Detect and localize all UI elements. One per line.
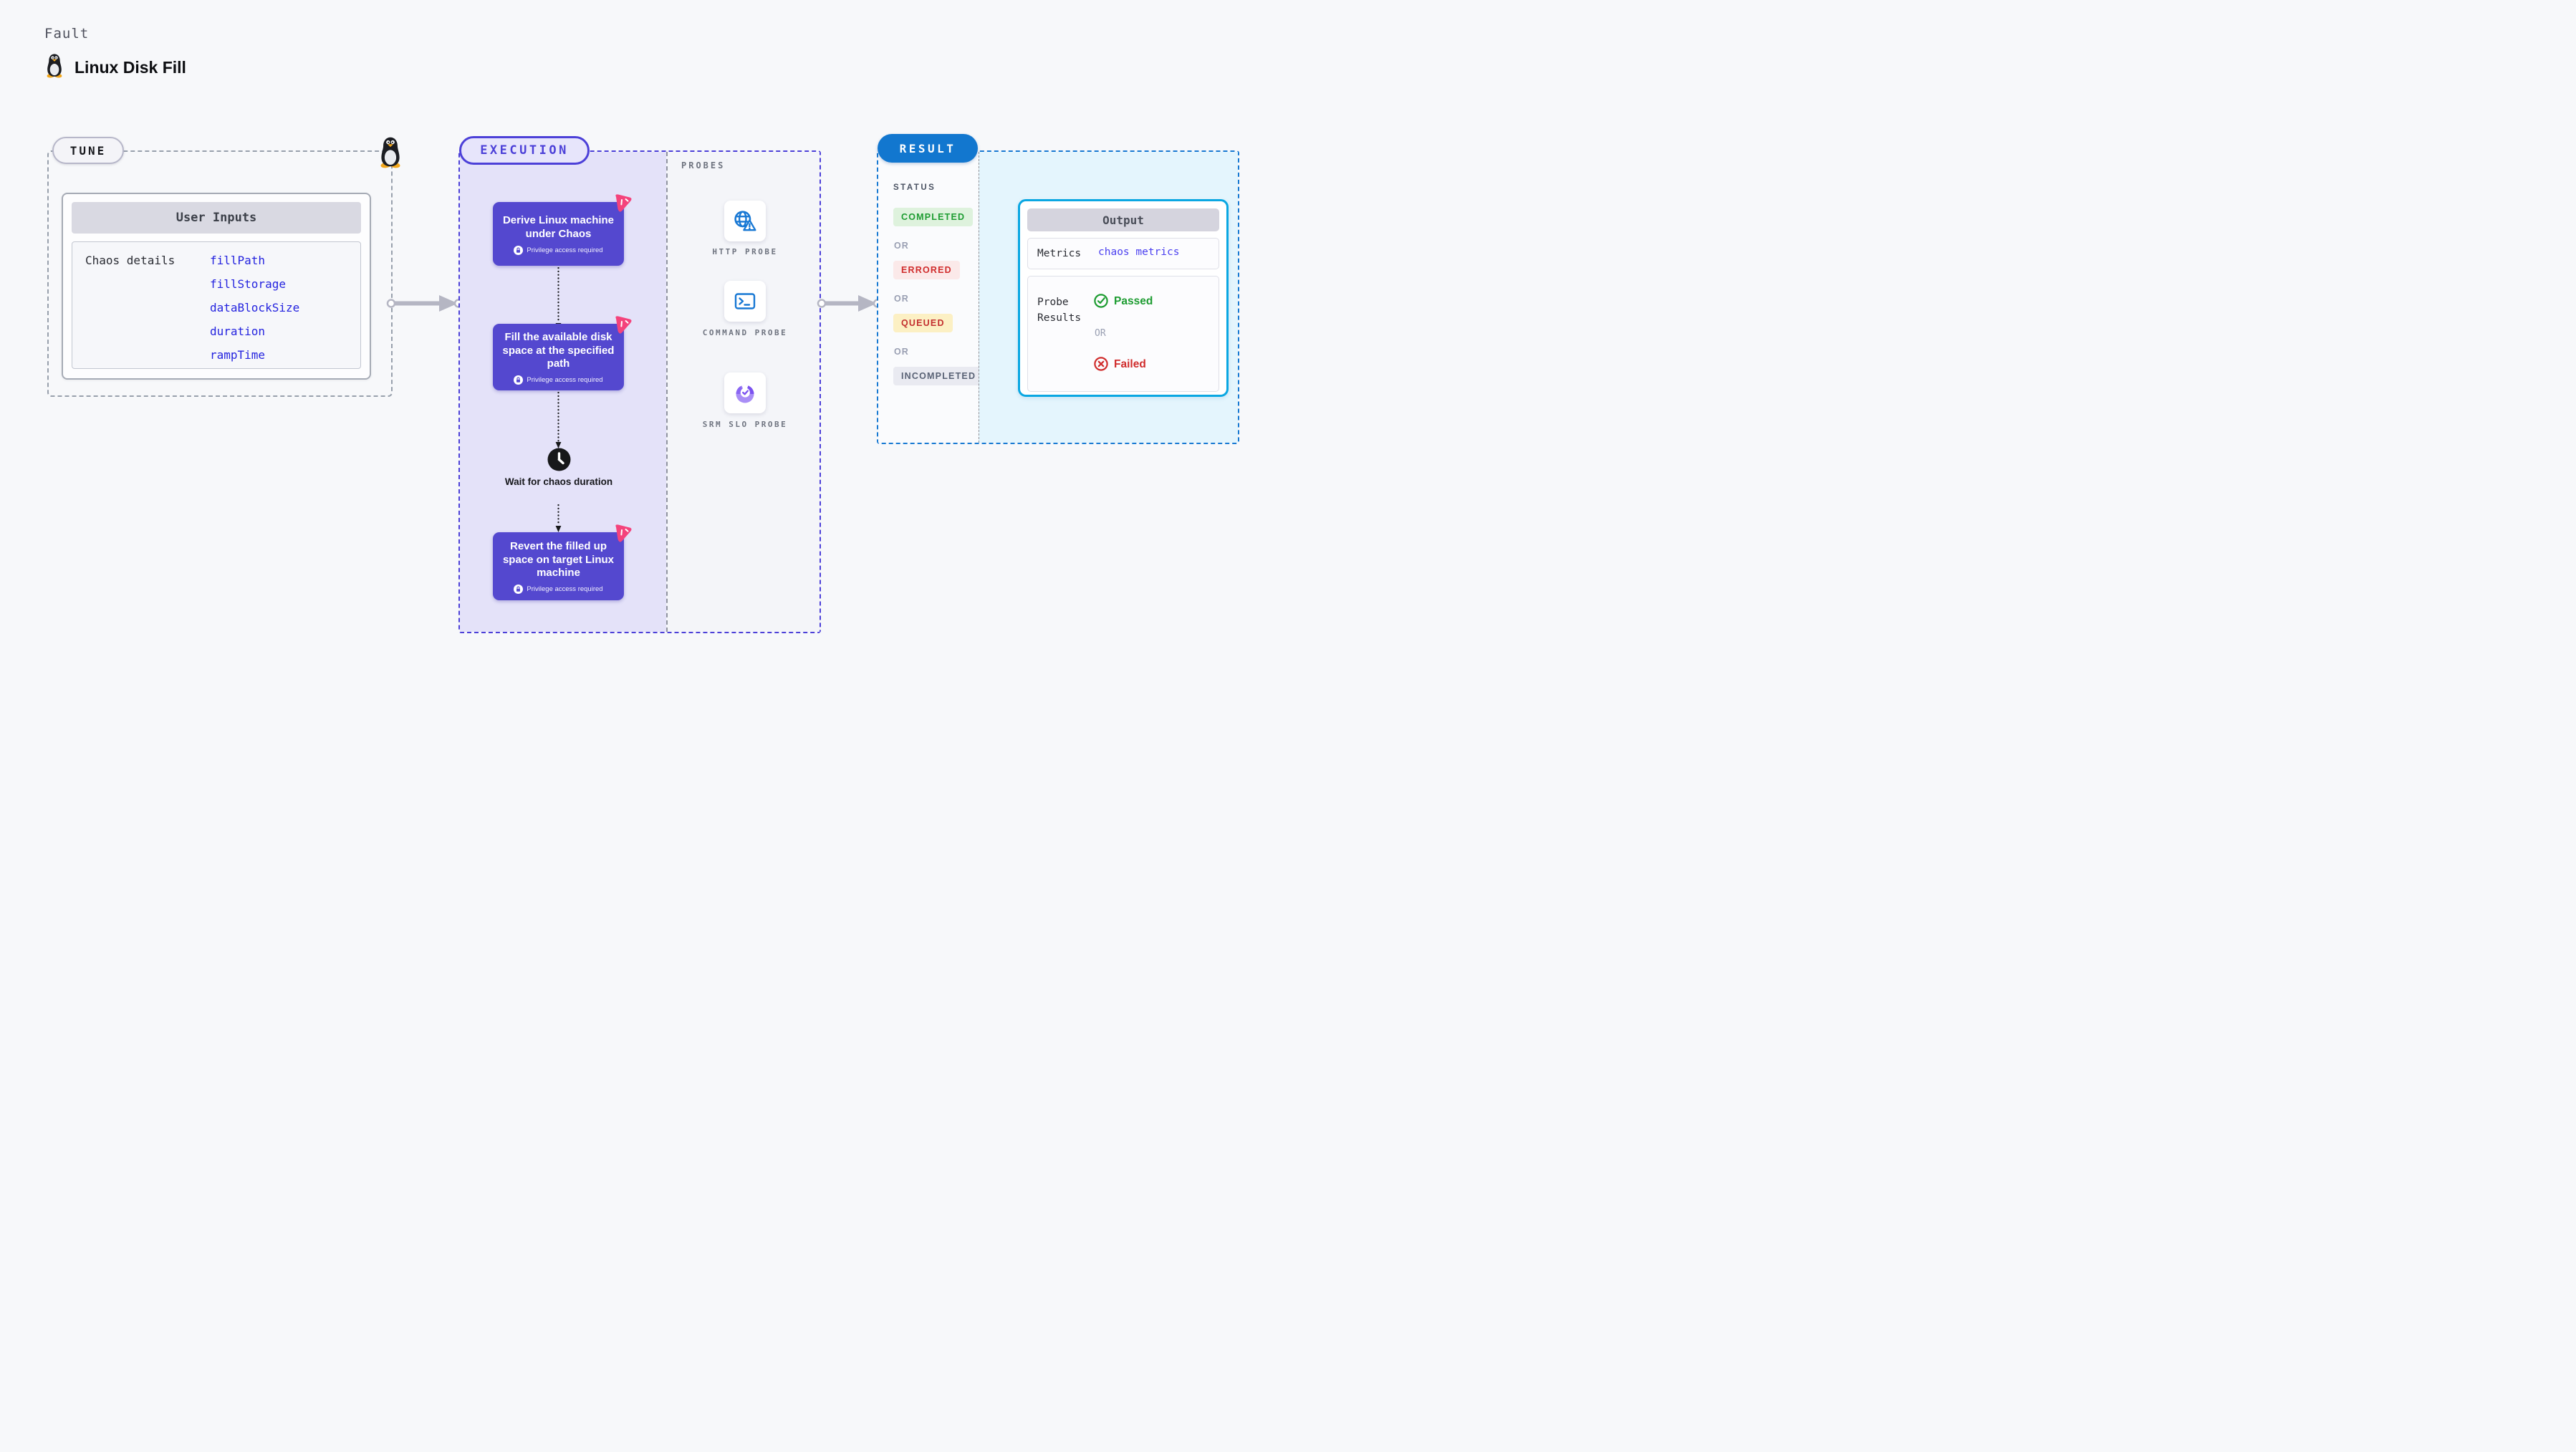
probes-area: PROBES HTTP PROBE	[666, 152, 820, 632]
chaos-metrics-link[interactable]: chaos metrics	[1098, 246, 1180, 258]
user-inputs-body: Chaos details fillPath fillStorage dataB…	[72, 241, 361, 369]
tux-penguin-icon	[44, 53, 64, 78]
result-section: STATUS COMPLETED OR ERRORED OR QUEUED OR…	[877, 150, 1239, 444]
step-fill-disk: Fill the available disk space at the spe…	[493, 324, 624, 390]
arrow-tune-to-execution	[386, 295, 463, 312]
execution-section: PROBES HTTP PROBE	[458, 150, 821, 633]
output-header: Output	[1027, 208, 1219, 231]
status-badge-errored: ERRORED	[893, 261, 960, 279]
input-ramptime: rampTime	[210, 348, 266, 362]
privilege-text: Privilege access required	[527, 376, 603, 385]
failed-label: Failed	[1114, 358, 1146, 370]
x-circle-icon	[1094, 357, 1108, 371]
user-inputs-header: User Inputs	[72, 202, 361, 234]
or-label: OR	[894, 294, 909, 304]
linux-disk-fill-diagram: Fault Linux Disk Fill TUNE User Inputs C…	[0, 0, 1288, 726]
wait-duration-label: Wait for chaos duration	[504, 476, 613, 487]
privilege-badge: Privilege access required	[514, 585, 603, 595]
status-badge-incompleted: INCOMPLETED	[893, 367, 984, 385]
privilege-badge: Privilege access required	[514, 375, 603, 385]
chaos-details-label: Chaos details	[85, 254, 176, 267]
tune-section	[47, 150, 393, 397]
input-datablocksize: dataBlockSize	[210, 301, 300, 314]
fault-eyebrow: Fault	[44, 26, 90, 42]
execution-section-label: EXECUTION	[459, 136, 590, 165]
http-probe-label: HTTP PROBE	[712, 247, 778, 256]
or-label: OR	[894, 347, 909, 357]
status-badge-queued: QUEUED	[893, 314, 953, 332]
srm-slo-probe-card	[724, 372, 766, 413]
privilege-text: Privilege access required	[527, 585, 603, 594]
lock-icon	[514, 245, 524, 255]
command-probe-label: COMMAND PROBE	[702, 328, 788, 337]
lock-icon	[514, 375, 524, 385]
flow-connector	[555, 392, 562, 448]
output-card: Output Metrics chaos metrics Probe Resul…	[1018, 199, 1229, 397]
http-probe-card	[724, 201, 766, 241]
input-fillstorage: fillStorage	[210, 277, 286, 291]
slo-donut-check-icon	[736, 384, 754, 403]
check-circle-icon	[1094, 294, 1108, 308]
tune-section-label: TUNE	[52, 137, 124, 164]
flow-connector	[555, 267, 562, 330]
result-status-column: STATUS COMPLETED OR ERRORED OR QUEUED OR…	[878, 152, 984, 443]
globe-alert-icon	[734, 210, 756, 231]
or-label: OR	[894, 241, 909, 251]
command-probe-card	[724, 281, 766, 322]
metrics-row: Metrics chaos metrics	[1027, 238, 1219, 269]
privilege-badge: Privilege access required	[514, 245, 603, 255]
lock-icon	[514, 585, 524, 595]
status-badge-completed: COMPLETED	[893, 208, 974, 226]
chaos-experiment-badge-icon	[612, 314, 633, 335]
input-fillpath: fillPath	[210, 254, 266, 267]
or-label: OR	[1095, 328, 1106, 339]
status-title: STATUS	[893, 183, 936, 192]
metrics-label: Metrics	[1037, 248, 1082, 259]
passed-label: Passed	[1114, 295, 1153, 307]
privilege-text: Privilege access required	[527, 246, 603, 254]
tux-penguin-corner-icon	[378, 136, 403, 168]
chaos-experiment-badge-icon	[612, 523, 633, 543]
step-title: Revert the filled up space on target Lin…	[502, 539, 615, 580]
terminal-icon	[734, 292, 756, 309]
step-title: Derive Linux machine under Chaos	[502, 214, 615, 240]
chaos-experiment-badge-icon	[612, 193, 633, 213]
result-output-area: Output Metrics chaos metrics Probe Resul…	[979, 152, 1238, 443]
step-derive-machine: Derive Linux machine under Chaos Privile…	[493, 202, 624, 266]
result-section-label: RESULT	[878, 134, 978, 163]
probe-results-row: Probe Results Passed OR Failed	[1027, 276, 1219, 392]
step-title: Fill the available disk space at the spe…	[502, 330, 615, 370]
flow-connector	[555, 504, 562, 532]
clock-icon	[547, 448, 570, 471]
input-duration: duration	[210, 324, 266, 338]
step-revert-space: Revert the filled up space on target Lin…	[493, 532, 624, 600]
probe-results-label: Probe Results	[1037, 297, 1082, 324]
srm-slo-probe-label: SRM SLO PROBE	[702, 420, 788, 429]
user-inputs-card: User Inputs Chaos details fillPath fillS…	[62, 193, 371, 380]
probes-title: PROBES	[681, 160, 726, 170]
page-title: Linux Disk Fill	[75, 58, 186, 77]
arrow-execution-to-result	[817, 295, 883, 312]
